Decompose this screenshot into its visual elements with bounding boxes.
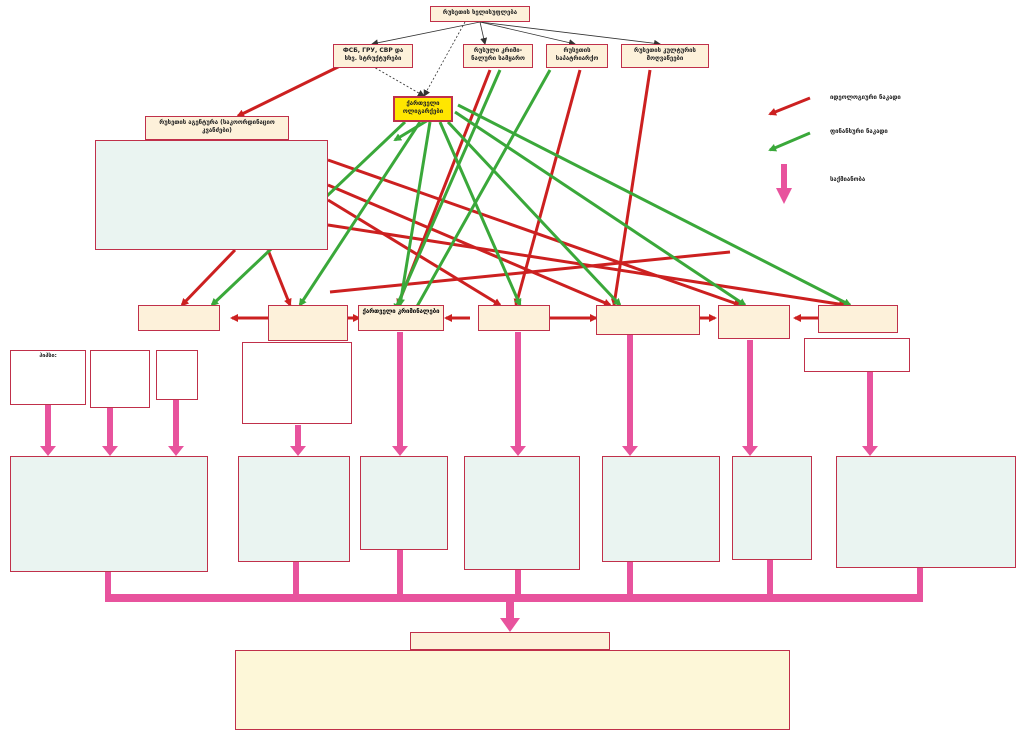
source-box: რუსეთის საპატრიარქო: [546, 44, 608, 68]
mid-box: [138, 305, 220, 331]
subnote: [90, 350, 150, 408]
bottom-list: [464, 456, 580, 570]
bottom-list: [602, 456, 720, 562]
subnote: [242, 342, 352, 424]
action-flows: [45, 164, 923, 620]
mid-box: [268, 305, 348, 341]
mid-box: [718, 305, 790, 339]
bottom-list: [238, 456, 350, 562]
legend-lines: [768, 96, 811, 152]
bottom-list: [360, 456, 448, 550]
legend-financial: ფინანსური ნაკადი: [830, 128, 888, 135]
agents-title: რუსეთის აგენტურა (საკოორდინაციო კვანძები…: [145, 116, 289, 140]
source-box: რუსული კრიმი-ნალური სამყარო: [463, 44, 533, 68]
mid-box: [818, 305, 898, 333]
mid-box: [478, 305, 550, 331]
legend-action: საქმიანობა: [830, 176, 866, 183]
bottom-list: [732, 456, 812, 560]
ideological-flows: [180, 64, 847, 322]
subnote-title: ჰიპსი:: [39, 353, 57, 359]
subnote: ჰიპსი:: [10, 350, 86, 405]
top-connectors: [371, 21, 661, 97]
legend-ideological: იდეოლოგიური ნაკადი: [830, 94, 901, 101]
agents-list: [95, 140, 328, 250]
source-box: ФСБ, ГРУ, СВР და სხვ. სტრუქტურები: [333, 44, 413, 68]
result-body: [235, 650, 790, 730]
source-box: რუსეთის კულტურის მოღვაწეები: [621, 44, 709, 68]
subnote: [156, 350, 198, 400]
mid-box: [596, 305, 700, 335]
bottom-list: [10, 456, 208, 572]
result-title: [410, 632, 610, 650]
action-arrowheads: [40, 188, 878, 632]
subnote: [804, 338, 910, 372]
center-box: ქართველი ოლიგარქები: [393, 96, 453, 122]
mid-box: ქართველი კრიმინალები: [358, 305, 444, 331]
bottom-list: [836, 456, 1016, 568]
top-box: რუსეთის ხელისუფლება: [430, 6, 530, 22]
